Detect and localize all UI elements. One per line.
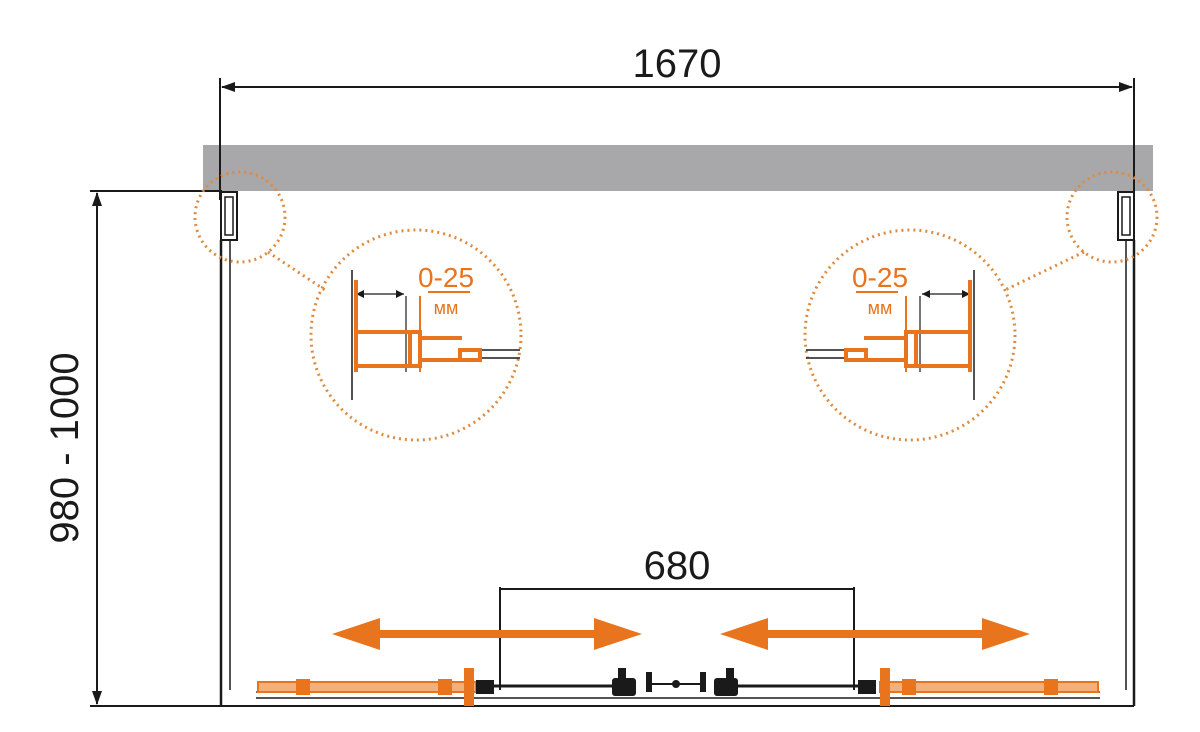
opening-dimension: 680 (499, 544, 855, 690)
double-headed-arrow-icon (720, 618, 1030, 650)
right-gap-range: 0-25 (852, 262, 908, 293)
left-detail: 0-25 мм (351, 262, 520, 400)
width-dimension: 1670 (219, 42, 1135, 200)
left-gap-range: 0-25 (418, 262, 474, 293)
sliding-door-left (257, 668, 616, 706)
right-gap-unit: мм (868, 298, 893, 318)
zoom-markers (193, 170, 1159, 442)
sliding-door-right (738, 668, 1099, 706)
double-headed-arrow-icon (332, 618, 642, 650)
right-detail: 0-25 мм (806, 262, 975, 400)
opening-label: 680 (644, 544, 711, 588)
wall-band (203, 145, 1153, 191)
depth-label: 980 - 1000 (43, 352, 87, 543)
door-handles (612, 668, 738, 696)
width-label: 1670 (633, 42, 722, 86)
left-gap-unit: мм (434, 298, 459, 318)
depth-dimension: 980 - 1000 (43, 190, 222, 707)
